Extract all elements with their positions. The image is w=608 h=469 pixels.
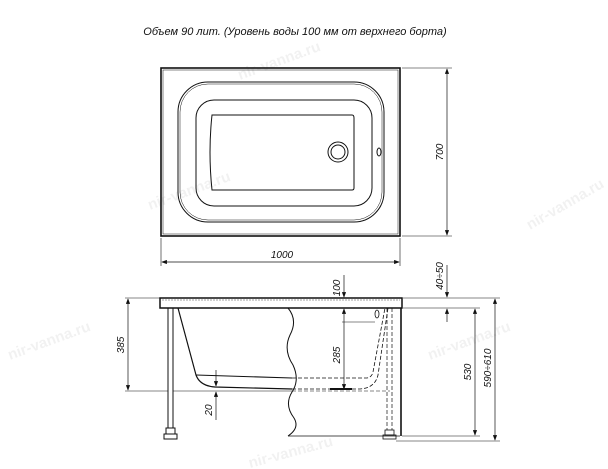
watermark: nir-vanna.ru (247, 433, 335, 469)
dim-panel-height: 530 (463, 363, 474, 380)
watermark: nir-vanna.ru (524, 175, 608, 233)
watermark: nir-vanna.ru (426, 318, 513, 364)
watermark: nir-vanna.ru (146, 168, 233, 214)
dim-depth-total: 385 (116, 336, 127, 353)
dim-rim-adjust: 40÷50 (435, 262, 446, 290)
watermark: nir-vanna.ru (236, 38, 323, 84)
drain-icon (327, 141, 349, 163)
side-view (125, 265, 500, 442)
watermarks: nir-vanna.ru nir-vanna.ru nir-vanna.ru n… (6, 38, 608, 469)
watermark: nir-vanna.ru (6, 318, 93, 364)
dim-inner-depth: 285 (332, 346, 343, 364)
overflow-icon (376, 147, 382, 157)
dim-water-level: 100 (332, 279, 343, 296)
drawing-title: Объем 90 лит. (Уровень воды 100 мм от ве… (143, 26, 447, 38)
dim-total-height: 590÷610 (483, 348, 494, 387)
dim-length: 1000 (271, 250, 294, 261)
top-view (160, 67, 452, 266)
dim-bottom-offset: 20 (204, 404, 215, 417)
leg-foot (165, 427, 176, 435)
dim-width: 700 (435, 143, 446, 160)
